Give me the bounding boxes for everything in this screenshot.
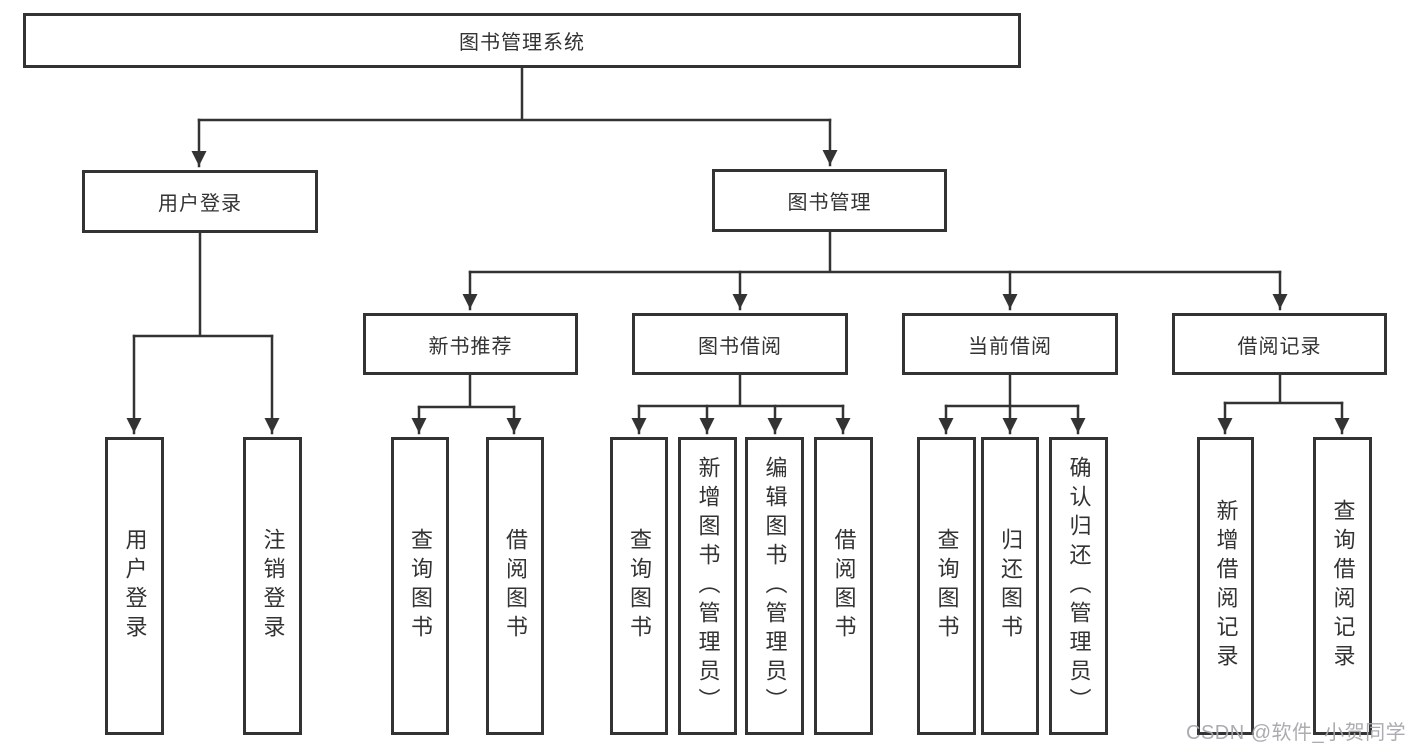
connector-records-to-leaves (1223, 373, 1344, 405)
leaf-borrow-books-recommend: 借阅图书 (486, 437, 544, 735)
node-label: 图书借阅 (698, 335, 782, 358)
node-new-book-recommendation: 新书推荐 (363, 313, 578, 375)
node-label: 用户登录 (158, 193, 242, 215)
node-current-borrowing: 当前借阅 (902, 313, 1118, 375)
node-label: 查询图书 (627, 528, 652, 644)
node-user-login: 用户登录 (82, 170, 318, 233)
node-label: 新增借阅记录 (1213, 499, 1239, 673)
connector-borrow-to-leaves (637, 373, 845, 408)
node-label: 查询借阅记录 (1330, 499, 1356, 673)
leaf-user-login: 用户登录 (105, 437, 164, 735)
leaf-logout: 注销登录 (243, 437, 302, 735)
leaf-search-books-borrowing: 查询图书 (610, 437, 668, 735)
node-label: 编辑图书（管理员） (762, 455, 788, 717)
node-label: 借阅图书 (503, 528, 528, 644)
node-label: 新增图书（管理员） (695, 455, 721, 717)
connector-mgmt-to-level3 (468, 230, 1282, 274)
node-library-management-system: 图书管理系统 (23, 13, 1021, 68)
node-label: 当前借阅 (968, 335, 1052, 358)
node-label: 注销登录 (260, 528, 286, 644)
node-label: 新书推荐 (428, 335, 513, 358)
node-borrowing-records: 借阅记录 (1172, 313, 1387, 375)
leaf-search-borrow-record: 查询借阅记录 (1313, 437, 1372, 735)
node-label: 归还图书 (998, 528, 1023, 644)
node-book-borrowing: 图书借阅 (632, 313, 848, 375)
node-label: 确认归还（管理员） (1066, 455, 1092, 717)
node-label: 查询图书 (408, 528, 433, 644)
leaf-borrow-books: 借阅图书 (814, 437, 873, 735)
connector-recommend-to-leaves (417, 373, 516, 409)
csdn-watermark: CSDN @软件_小贺同学 (1186, 722, 1405, 744)
leaf-add-borrow-record: 新增借阅记录 (1197, 437, 1254, 735)
node-label: 借阅图书 (831, 528, 857, 644)
node-label: 图书管理 (787, 192, 872, 214)
node-label: 查询图书 (934, 528, 960, 644)
leaf-return-books: 归还图书 (981, 437, 1039, 735)
connector-root-to-level2 (197, 66, 832, 122)
leaf-search-books-current: 查询图书 (917, 437, 976, 735)
connector-login-to-leaves (132, 231, 274, 338)
connector-current-to-leaves (944, 373, 1080, 408)
leaf-add-books-admin: 新增图书（管理员） (678, 437, 737, 735)
node-label: 图书管理系统 (459, 32, 585, 54)
node-book-management: 图书管理 (712, 169, 947, 232)
leaf-edit-books-admin: 编辑图书（管理员） (745, 437, 804, 735)
node-label: 借阅记录 (1237, 335, 1322, 358)
leaf-confirm-return-admin: 确认归还（管理员） (1049, 437, 1108, 735)
leaf-search-books-recommend: 查询图书 (391, 437, 449, 735)
node-label: 用户登录 (122, 528, 148, 644)
